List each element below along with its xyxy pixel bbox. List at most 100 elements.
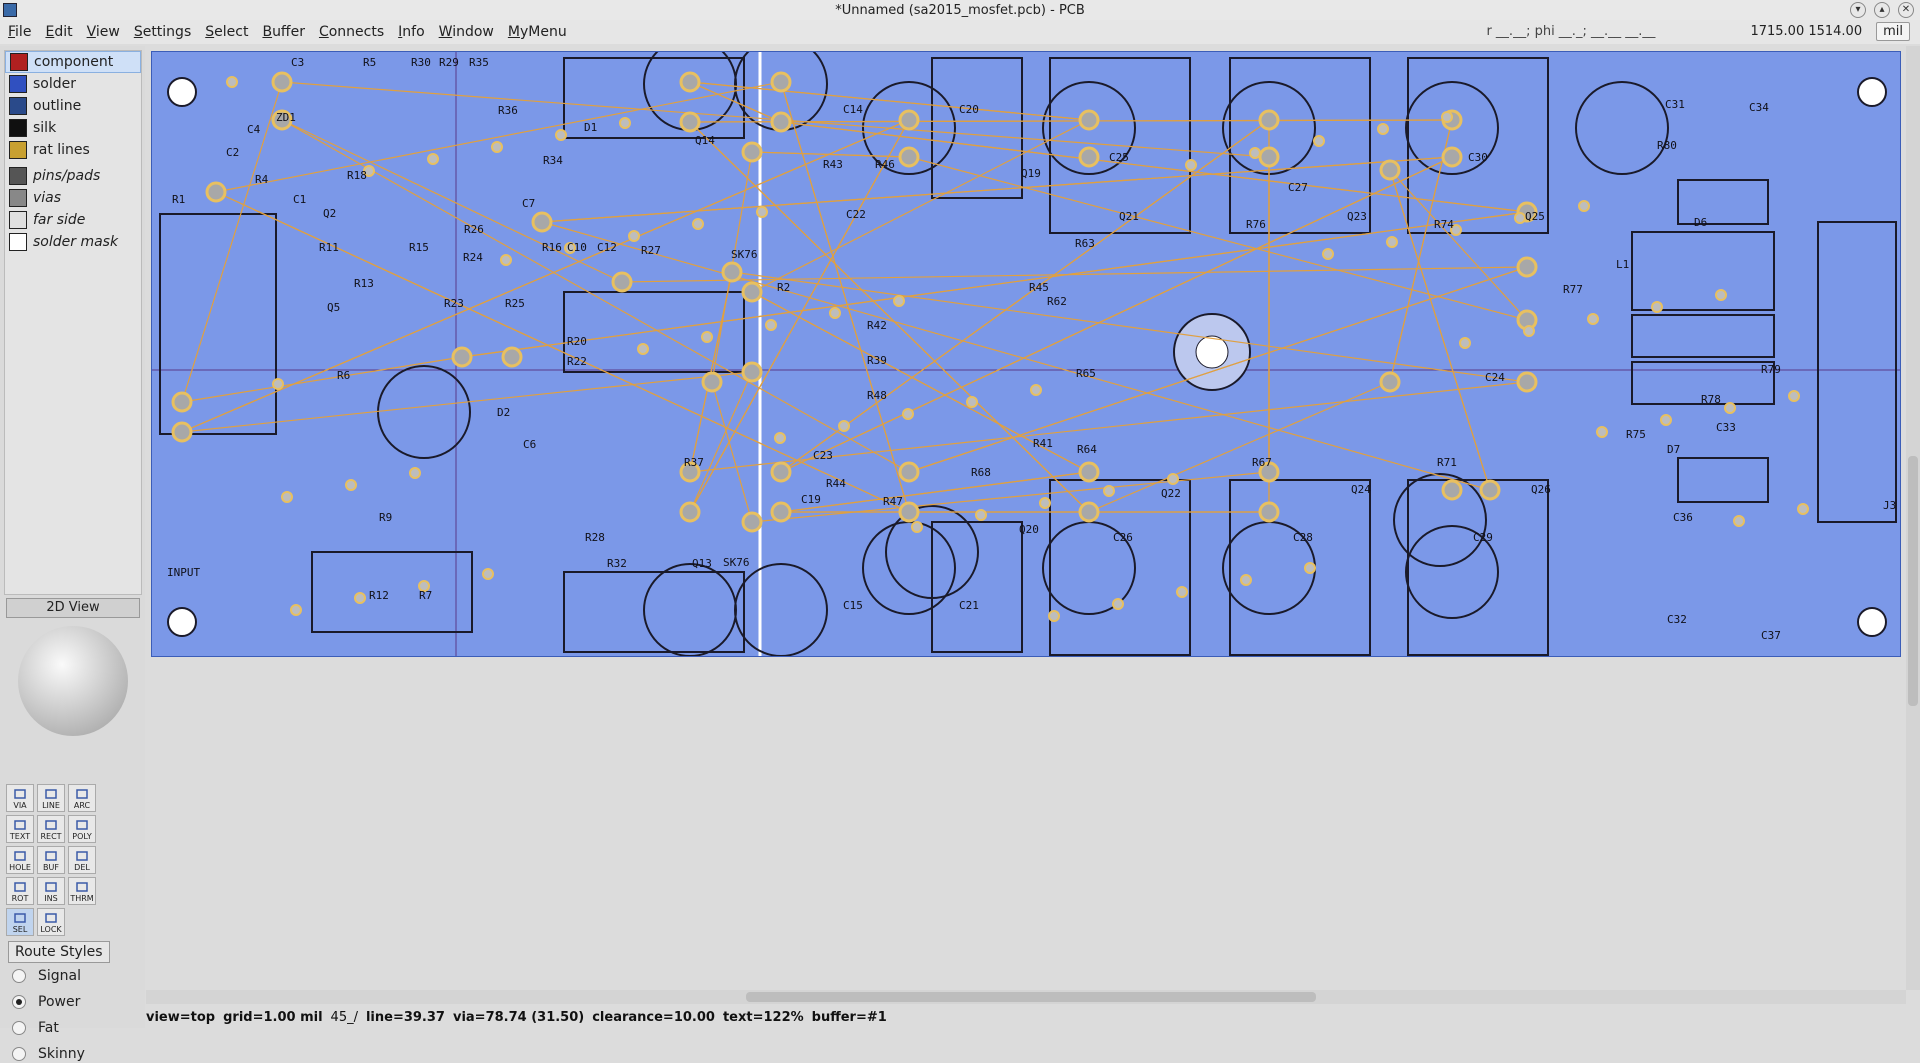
layer-pins-pads[interactable]: pins/pads [5, 165, 141, 187]
layer-outline[interactable]: outline [5, 95, 141, 117]
tool-buf-button[interactable]: BUF [37, 846, 65, 874]
layer-color-swatch[interactable] [9, 141, 27, 159]
pad [205, 181, 227, 203]
route-styles-button[interactable]: Route Styles [8, 941, 110, 963]
reference-label: R26 [464, 223, 484, 236]
tool-ins-button[interactable]: INS [37, 877, 65, 905]
status-grid: grid=1.00 mil [223, 1009, 323, 1025]
pad [770, 111, 792, 133]
capacitor-outline [1405, 81, 1499, 175]
tool-via-button[interactable]: VIA [6, 784, 34, 812]
menu-connects[interactable]: Connects [318, 24, 385, 40]
layer-solder[interactable]: solder [5, 73, 141, 95]
tool-lock-button[interactable]: LOCK [37, 908, 65, 936]
via [1030, 384, 1042, 396]
layer-color-swatch[interactable] [9, 97, 27, 115]
close-icon[interactable]: ✕ [1898, 2, 1914, 18]
reference-label: R13 [354, 277, 374, 290]
layer-color-swatch[interactable] [9, 211, 27, 229]
layer-color-swatch[interactable] [9, 75, 27, 93]
reference-label: R42 [867, 319, 887, 332]
tool-rect-button[interactable]: RECT [37, 815, 65, 843]
pad [741, 361, 763, 383]
via [1304, 562, 1316, 574]
route-style-power[interactable]: Power [12, 992, 85, 1011]
pad [451, 346, 473, 368]
vertical-scroll-thumb[interactable] [1908, 456, 1918, 706]
tool-arc-icon [75, 788, 89, 800]
view-rotation-ball[interactable] [18, 626, 128, 736]
rat-line [1389, 169, 1528, 321]
route-style-signal[interactable]: Signal [12, 966, 85, 985]
layer-color-swatch[interactable] [9, 167, 27, 185]
minimize-icon[interactable]: ▾ [1850, 2, 1866, 18]
layer-vias[interactable]: vias [5, 187, 141, 209]
layer-color-swatch[interactable] [10, 53, 28, 71]
menu-window[interactable]: Window [438, 24, 494, 40]
layer-rat-lines[interactable]: rat lines [5, 139, 141, 161]
via [975, 509, 987, 521]
tool-text-button[interactable]: TEXT [6, 815, 34, 843]
menu-file[interactable]: File [8, 24, 32, 40]
menu-settings[interactable]: Settings [133, 24, 192, 40]
reference-label: C15 [843, 599, 863, 612]
menu-select[interactable]: Select [205, 24, 249, 40]
layer-color-swatch[interactable] [9, 189, 27, 207]
reference-label: Q2 [323, 207, 336, 220]
menu-edit[interactable]: Edit [45, 24, 73, 40]
pad [679, 461, 701, 483]
tool-hole-button[interactable]: HOLE [6, 846, 34, 874]
via [619, 117, 631, 129]
vertical-scrollbar[interactable] [1906, 46, 1920, 990]
via [1724, 402, 1736, 414]
via [354, 592, 366, 604]
layer-color-swatch[interactable] [9, 233, 27, 251]
menu-view[interactable]: View [86, 24, 120, 40]
rat-line [1389, 119, 1453, 383]
tool-sel-button[interactable]: SEL [6, 908, 34, 936]
tool-line-button[interactable]: LINE [37, 784, 65, 812]
tool-poly-button[interactable]: POLY [68, 815, 96, 843]
tool-rot-button[interactable]: ROT [6, 877, 34, 905]
rat-line [541, 156, 1453, 223]
horizontal-scrollbar[interactable] [146, 990, 1906, 1004]
route-style-skinny[interactable]: Skinny [12, 1044, 85, 1063]
layer-label: vias [33, 190, 62, 206]
pad [531, 211, 553, 233]
layer-component[interactable]: component [5, 51, 141, 73]
tool-thrm-button[interactable]: THRM [68, 877, 96, 905]
radio-button[interactable] [12, 968, 26, 983]
rat-line [751, 151, 910, 158]
tool-label: SEL [12, 925, 28, 934]
radio-button[interactable] [12, 994, 26, 1009]
route-style-label: Power [38, 993, 81, 1010]
layer-silk[interactable]: silk [5, 117, 141, 139]
menu-mymenu[interactable]: MyMenu [507, 24, 567, 40]
horizontal-scroll-thumb[interactable] [746, 992, 1316, 1002]
rat-line [1389, 169, 1491, 491]
reference-label: R63 [1075, 237, 1095, 250]
tool-del-button[interactable]: DEL [68, 846, 96, 874]
layer-solder-mask[interactable]: solder mask [5, 231, 141, 253]
unit-toggle-button[interactable]: mil [1876, 22, 1910, 41]
maximize-icon[interactable]: ▴ [1874, 2, 1890, 18]
status-line: line=39.37 [365, 1009, 445, 1025]
tool-arc-button[interactable]: ARC [68, 784, 96, 812]
via [1176, 586, 1188, 598]
radio-button[interactable] [12, 1046, 26, 1061]
layer-color-swatch[interactable] [9, 119, 27, 137]
via [1185, 159, 1197, 171]
menu-info[interactable]: Info [398, 24, 425, 40]
reference-label: C31 [1665, 98, 1685, 111]
reference-label: C37 [1761, 629, 1781, 642]
view-2d-button[interactable]: 2D View [6, 598, 140, 618]
menu-buffer[interactable]: Buffer [262, 24, 305, 40]
layer-label: component [34, 54, 114, 70]
reference-label: SK76 [731, 248, 758, 261]
layer-far-side[interactable]: far side [5, 209, 141, 231]
